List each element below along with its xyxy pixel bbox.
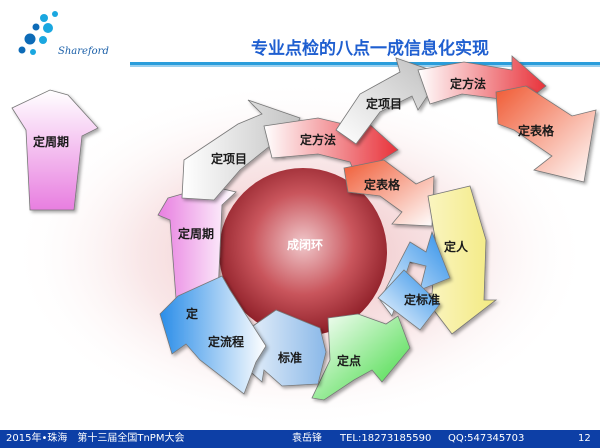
cycle-arrow-standard <box>377 230 451 331</box>
footer-speaker: 袁岳锋 <box>292 433 322 444</box>
page-title: 专业点检的八点一成信息化实现 <box>251 39 489 59</box>
cycle-label-point: 定点 <box>337 353 361 368</box>
cycle-label-partial: 定 <box>186 306 198 321</box>
top-label-form: 定表格 <box>518 123 555 138</box>
footer-qq: QQ:547345703 <box>448 433 525 444</box>
logo-text: Shareford <box>58 46 109 57</box>
logo-dot <box>18 46 26 54</box>
cycle-arrow-process <box>159 275 267 395</box>
footer-bar: 2015年•珠海 第十三届全国TnPM大会 袁岳锋 TEL:1827318559… <box>0 430 600 448</box>
logo-dot <box>24 33 36 45</box>
header-line <box>130 62 600 65</box>
cycle-arrow-point <box>311 313 411 401</box>
logo-dot <box>52 11 58 17</box>
cycle-label-method: 定方法 <box>300 132 336 147</box>
center-circle <box>219 168 387 336</box>
logo-dot <box>40 14 48 22</box>
cycle-label-period: 定周期 <box>178 226 214 241</box>
cycle-label-standard: 定标准 <box>404 292 440 307</box>
center-label: 成闭环 <box>287 237 323 252</box>
footer-page-number: 12 <box>578 433 591 444</box>
standalone-arrow <box>11 89 99 211</box>
cycle-label-item: 定项目 <box>211 151 247 166</box>
footer-event: 2015年•珠海 第十三届全国TnPM大会 <box>6 433 185 444</box>
logo-dot <box>43 23 53 33</box>
standalone-arrow-label: 定周期 <box>33 134 69 149</box>
cycle-label-norm: 标准 <box>277 350 302 365</box>
logo-dot <box>39 36 47 44</box>
cycle-label-process: 定流程 <box>208 334 244 349</box>
header-line-light <box>130 65 600 67</box>
footer-phone: TEL:18273185590 <box>340 433 432 444</box>
logo-dot <box>30 49 36 55</box>
company-logo <box>18 11 58 55</box>
top-arrow-form <box>495 85 597 183</box>
top-label-item: 定项目 <box>366 96 402 111</box>
cycle-arrow-form <box>343 159 435 227</box>
cycle-label-person: 定人 <box>444 239 469 254</box>
cycle-label-form: 定表格 <box>364 177 401 192</box>
top-label-method: 定方法 <box>450 76 486 91</box>
logo-dot <box>32 23 40 31</box>
